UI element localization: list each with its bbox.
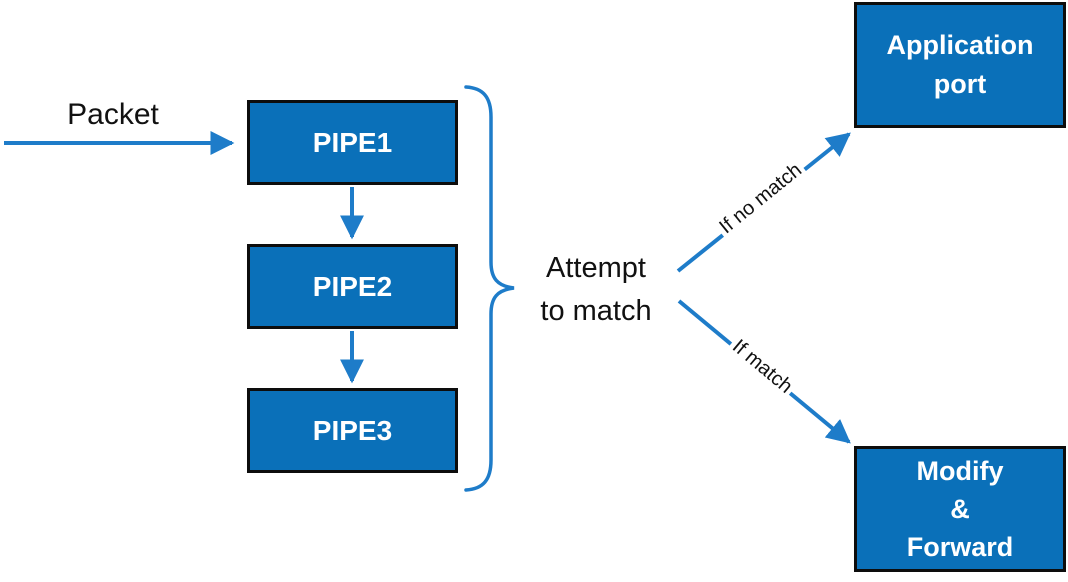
pipe2-label: PIPE2 [312,270,393,302]
attempt-to-match-label: Attempt to match [540,252,652,327]
modify-forward-label: Modify & Forward [906,456,1014,562]
pipe1-box: PIPE1 [247,100,458,185]
packet-label: Packet [67,98,159,131]
pipe3-label: PIPE3 [312,414,393,446]
modify-forward-box: Modify & Forward [854,446,1066,572]
pipe3-box: PIPE3 [247,388,458,473]
group-brace [464,85,515,492]
application-port-box: Application port [854,2,1066,128]
application-port-label: Application port [886,30,1034,99]
pipe2-box: PIPE2 [247,244,458,329]
pipe1-label: PIPE1 [312,126,393,158]
